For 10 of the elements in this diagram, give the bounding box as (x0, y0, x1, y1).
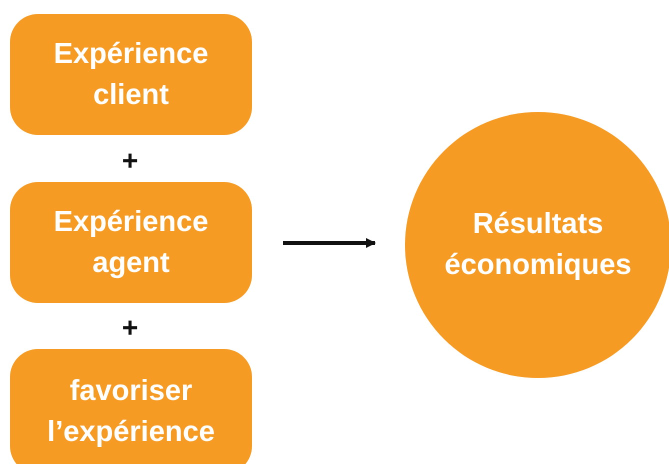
rounded-box (10, 182, 252, 303)
box-text: favoriser l’expérience (47, 374, 215, 450)
arrow (283, 238, 376, 248)
plus-sign: + (120, 145, 140, 177)
plus-sign: + (120, 312, 140, 344)
box-text: Résultats économiques (444, 207, 632, 283)
box-text: Expérience agent (52, 204, 210, 280)
rounded-box (10, 14, 252, 135)
box-text: Expérience client (52, 36, 210, 112)
rounded-box (10, 349, 252, 464)
